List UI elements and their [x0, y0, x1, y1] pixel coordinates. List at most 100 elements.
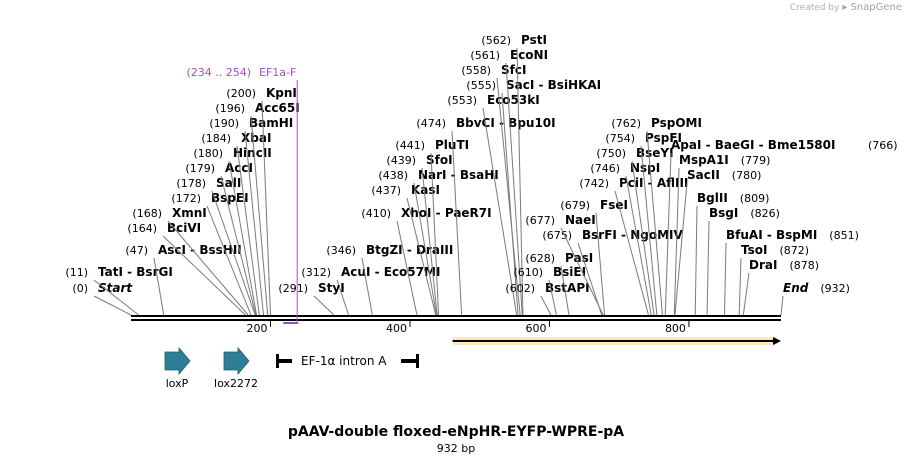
map-title: pAAV-double floxed-eNpHR-EYFP-WPRE-pA [287, 424, 625, 440]
site-pcii: PciI - AflIII(742) [579, 176, 688, 316]
site-position: (190) [209, 117, 239, 130]
credit-brand: SnapGene [850, 2, 902, 13]
site-connector [421, 167, 438, 316]
site-acci: AccI(179) [185, 161, 257, 316]
site-position: (602) [505, 282, 535, 295]
site-name: SfcI [501, 63, 526, 77]
site-position: (562) [481, 34, 511, 47]
site-position: (346) [326, 244, 356, 257]
site-connector [413, 182, 437, 316]
site-name: ApaI - BaeGI - Bme1580I [671, 138, 835, 152]
primer-range: (234 .. 254) [186, 66, 251, 79]
site-bsgi: BsgI(826) [706, 206, 780, 316]
feature-intron: EF-1α intron A [276, 354, 419, 368]
feature-label: lox2272 [214, 377, 258, 390]
intron-left-bar [276, 359, 292, 363]
site-connector [261, 100, 271, 316]
site-bcivi: BciVI(164) [127, 221, 246, 316]
site-name: PspFI [645, 131, 682, 145]
site-position: (555) [466, 79, 496, 92]
site-name: PluTI [435, 138, 469, 152]
site-eco53ki: Eco53kI(553) [447, 93, 540, 316]
site-kpni: KpnI(200) [226, 86, 297, 316]
site-name: BtgZI - DraIII [366, 243, 453, 257]
site-name: SfoI [426, 153, 453, 167]
site-connector [93, 279, 139, 316]
site-name: End [783, 281, 809, 295]
site-name: AscI - BssHII [158, 243, 242, 257]
ruler-tick-label: 200 [246, 322, 267, 335]
site-name: NaeI [565, 213, 596, 227]
site-position: (312) [301, 266, 331, 279]
site-position: (746) [590, 162, 620, 175]
site-connector [560, 265, 570, 316]
site-position: (410) [361, 207, 391, 220]
site-connector [361, 257, 373, 316]
site-position: (851) [829, 229, 859, 242]
site-position: (675) [542, 229, 572, 242]
site-tsoi: TsoI(872) [738, 243, 809, 316]
site-name: PstI [521, 33, 547, 47]
intron-label: EF-1α intron A [301, 354, 387, 368]
site-position: (826) [750, 207, 780, 220]
site-apai: ApaI - BaeGI - Bme1580I (766) [664, 138, 898, 316]
site-name: XmnI [172, 206, 207, 220]
site-position: (677) [525, 214, 555, 227]
site-naei: NaeI (677) [525, 213, 604, 316]
site-name: AccI [225, 161, 253, 175]
site-name: BglII [697, 191, 728, 205]
site-position: (610) [513, 266, 543, 279]
site-name: TatI - BsrGI [98, 265, 173, 279]
site-nari: NarI - BsaHI(438) [378, 168, 499, 316]
site-connector [694, 205, 698, 316]
site-bglii: BglII(809) [694, 191, 769, 316]
site-name: PasI [565, 251, 593, 265]
site-start: Start(0) [72, 281, 133, 316]
site-pspfi: PspFI(754) [605, 131, 682, 316]
site-connector [780, 295, 784, 316]
site-bstapi: BstAPI(602) [505, 281, 590, 316]
site-connector [595, 212, 606, 316]
site-connector [516, 47, 524, 316]
site-connector [250, 115, 269, 316]
site-name: SacII [687, 168, 720, 182]
site-position: (766) [868, 139, 898, 152]
site-position: (780) [732, 169, 762, 182]
lox2272-arrow [223, 346, 250, 376]
site-position: (872) [779, 244, 809, 257]
site-connector [631, 160, 655, 316]
site-position: (438) [378, 169, 408, 182]
site-connector [738, 257, 742, 316]
site-saci: SacI - BsiHKAI(555) [466, 78, 601, 316]
site-pluti: PluTI(441) [395, 138, 469, 316]
site-connector [244, 130, 265, 316]
site-name: BsrFI - NgoMIV [582, 228, 683, 242]
intron-right-cap [416, 354, 419, 368]
site-name: BseYI [636, 146, 674, 160]
site-position: (168) [132, 207, 162, 220]
site-acc65i: Acc65I(196) [215, 101, 300, 316]
features: loxP lox2272 EF-1α intron A [164, 337, 781, 390]
site-bfuai: BfuAI - BspMI(851) [724, 228, 859, 316]
site-name: MspA1I [679, 153, 729, 167]
site-position: (561) [470, 49, 500, 62]
site-connector [706, 220, 710, 316]
site-connector [336, 279, 350, 316]
site-name: BciVI [167, 221, 201, 235]
feature-label: loxP [166, 377, 189, 390]
site-position: (196) [215, 102, 245, 115]
site-name: PspOMI [651, 116, 702, 130]
site-tati: TatI - BsrGI (11) [65, 265, 173, 316]
site-position: (180) [193, 147, 223, 160]
site-connector [406, 197, 437, 316]
site-fsei: FseI(679) [560, 198, 628, 316]
site-bsrfi: BsrFI - NgoMIV (675) [542, 228, 683, 316]
site-pspomi: PspOMI(762) [611, 116, 702, 316]
site-connector [625, 175, 652, 316]
intron-right-bar [401, 359, 417, 363]
site-xhoi: XhoI - PaeR7I(410) [361, 206, 492, 316]
site-position: (11) [65, 266, 88, 279]
orf-arrowhead [773, 337, 781, 345]
